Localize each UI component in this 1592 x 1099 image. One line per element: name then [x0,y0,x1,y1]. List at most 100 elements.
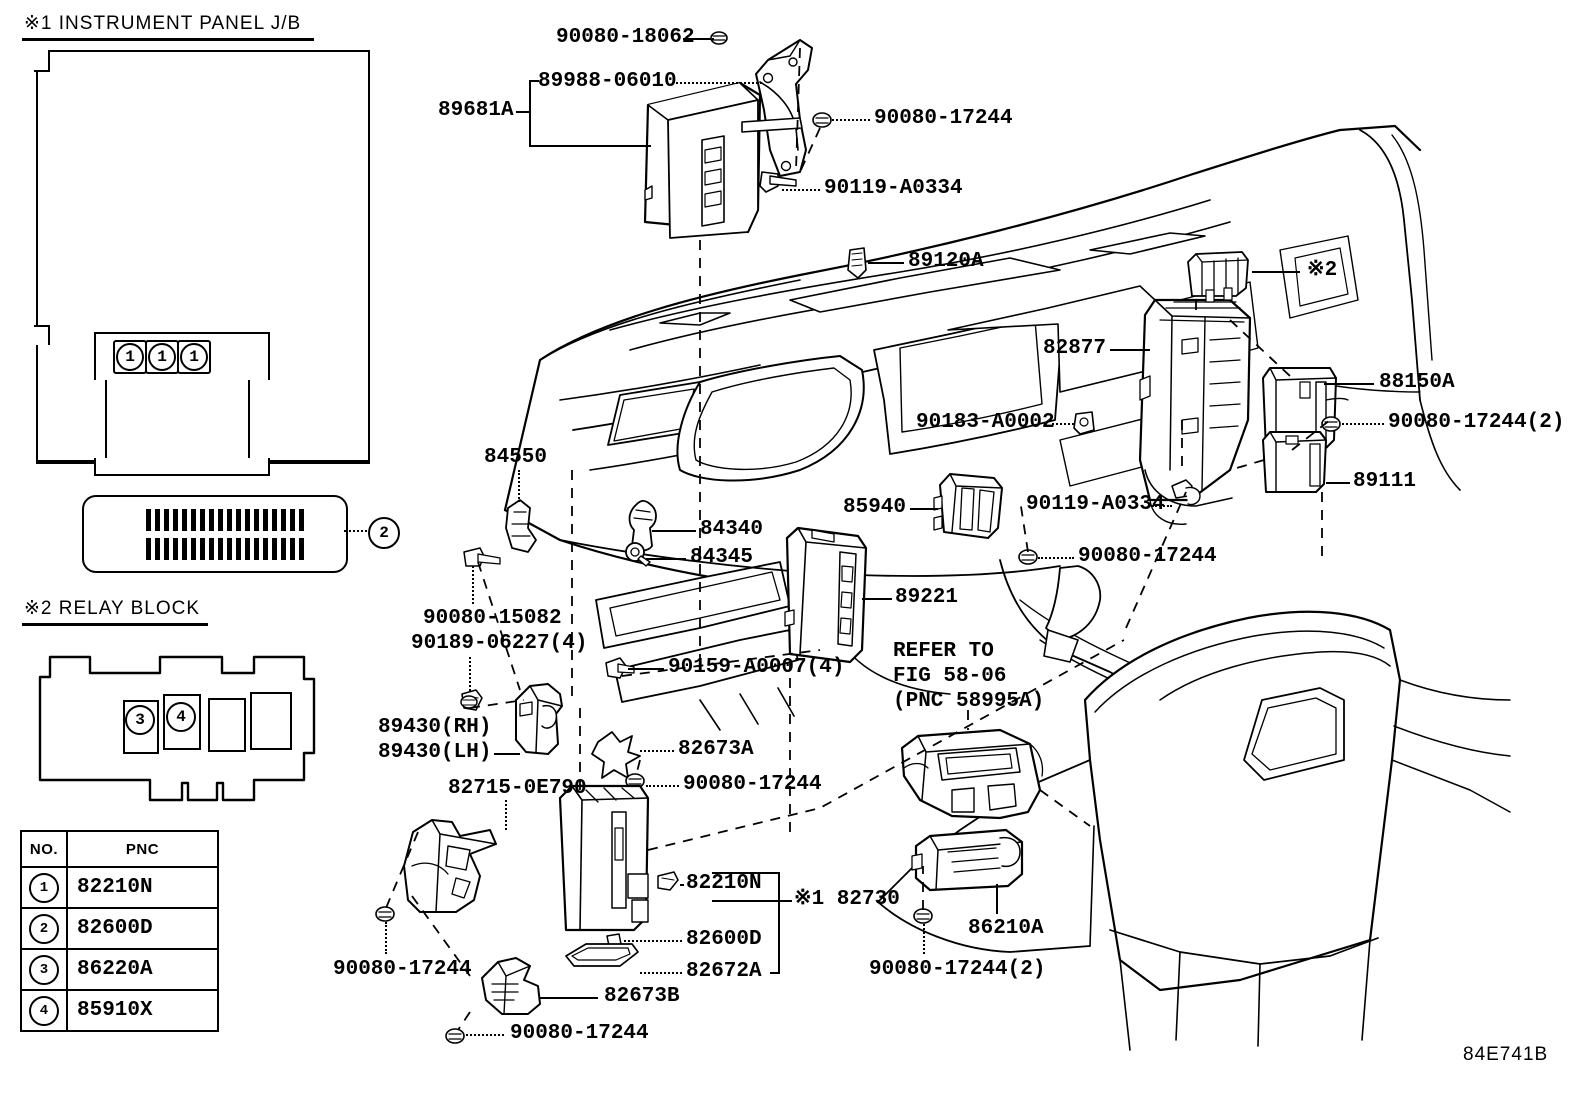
label-88150A: 88150A [1379,371,1455,394]
leader-90119-a0334-b [1152,505,1172,507]
label-84345: 84345 [690,546,754,569]
label-90080-17244-c: 90080-17244 [683,773,822,796]
label-85940: 85940 [843,496,907,519]
label-90189-06227: 90189-06227(4) [411,632,588,655]
bubble-table-2: 2 [29,913,59,944]
label-86210A: 86210A [968,917,1044,940]
label-90119-A0334-b: 90119-A0334 [1026,493,1165,516]
connector-pin-row-bottom [146,538,304,560]
dash-90080-18062 [795,47,801,171]
leader-82673b [540,997,598,999]
dash-88150a [1229,319,1291,377]
label-refer-to-line3: (PNC 58995A) [893,690,1045,713]
label-82673A: 82673A [678,738,754,761]
label-refer-to-line2: FIG 58-06 [893,665,1007,688]
label-82715-0E790: 82715-0E790 [448,777,587,800]
leader-82210n [680,884,684,886]
label-90080-17244-a: 90080-17244 [874,107,1013,130]
label-relay-block-ref: ※2 [1307,259,1338,282]
pnc-header-no: NO. [20,830,68,868]
dash-bracket-console [1039,789,1091,827]
leader-84345 [646,558,686,560]
pnc-row-no-2: 2 [20,907,68,950]
bracket-82730-vert [778,872,780,972]
dash-console-89111 [1125,491,1187,629]
leader-90080-15082 [472,566,474,604]
label-82672A: 82672A [686,960,762,983]
leader-89430 [494,753,520,755]
label-90119-A0334-a: 90119-A0334 [824,177,963,200]
pnc-header-pnc: PNC [66,830,219,868]
label-90183-A0002: 90183-A0002 [916,411,1055,434]
leader-82672a [640,972,682,974]
label-90159-A0007: 90159-A0007(4) [668,656,845,679]
label-89111: 89111 [1353,470,1417,493]
pnc-row-value-4: 85910X [66,989,219,1032]
label-89221: 89221 [895,586,959,609]
leader-89111 [1326,482,1350,484]
label-89430-RH: 89430(RH) [378,716,492,739]
label-84340: 84340 [700,518,764,541]
dash-89111 [1229,459,1265,471]
bracket-82730-mid [712,900,780,902]
leader-89988-06010 [672,82,762,84]
dash-82673a-nut [635,759,641,777]
leader-90080-17244-e [466,1034,504,1036]
leader-89681a-stub [516,111,530,113]
instrument-panel-jb-title: ※1 INSTRUMENT PANEL J/B [24,13,302,34]
label-90080-15082: 90080-15082 [423,607,562,630]
leader-82600d [624,940,682,942]
table-row: 2 82600D [20,907,219,950]
leader-82715-0e790 [505,800,507,830]
dash-82730-to-console [647,639,1125,851]
dash-90080-nut-console [1019,499,1029,553]
dash-82673b-nut [457,1011,471,1031]
table-row: 3 86220A [20,948,219,991]
label-90080-17244-e: 90080-17244 [510,1022,649,1045]
connector-pin-row-top [146,509,304,531]
bubble-jb-fuse-3: 1 [180,343,208,371]
table-row: 4 85910X [20,989,219,1032]
jb-foot [94,458,270,476]
dash-90080-17244-2a [1291,419,1331,451]
pnc-row-value-2: 82600D [66,907,219,950]
bracket-89681a-top [529,80,539,82]
leader-85940 [910,508,938,510]
leader-82877 [1110,349,1150,351]
pnc-row-no-3: 3 [20,948,68,991]
relay-slot-empty-2 [250,692,292,750]
leader-90119-a0334-a [782,189,820,191]
jb-divider-left [105,380,107,460]
leader-relay-block-ref [1252,271,1300,273]
relay-slot-empty-1 [208,698,246,752]
jb-notch-bottom [34,325,50,345]
label-90080-17244-2a: 90080-17244(2) [1388,411,1565,434]
leader-84550 [518,470,520,502]
leader2-90080-18062 [683,38,711,40]
pnc-row-value-3: 86220A [66,948,219,991]
label-refer-to-line1: REFER TO [893,640,994,663]
label-89681A: 89681A [438,99,514,122]
leader-89221 [862,598,892,600]
pnc-header-row: NO. PNC [20,830,219,868]
relay-block-title: ※2 RELAY BLOCK [24,598,201,619]
leader-90159-a0007 [628,668,664,670]
dash-90080-17244-top [799,127,821,173]
label-82210N: 82210N [686,872,762,895]
leader-90080-17244-b [1038,557,1074,559]
label-82877: 82877 [1043,337,1107,360]
leader-88150a [1324,383,1374,385]
leader-90080-17244-2a [1342,423,1384,425]
label-90080-17244-2b: 90080-17244(2) [869,958,1046,981]
dash-90080-15082 [477,561,521,691]
bubble-table-1: 1 [29,872,59,903]
leader-90189-06227 [469,657,471,691]
leader-84340 [652,530,696,532]
connector-leader [344,530,371,532]
leader-89120a [868,262,904,264]
figure-code: 84E741B [1463,1044,1549,1065]
bubble-table-4: 4 [29,995,59,1026]
leader-90080-17244-c [646,785,679,787]
